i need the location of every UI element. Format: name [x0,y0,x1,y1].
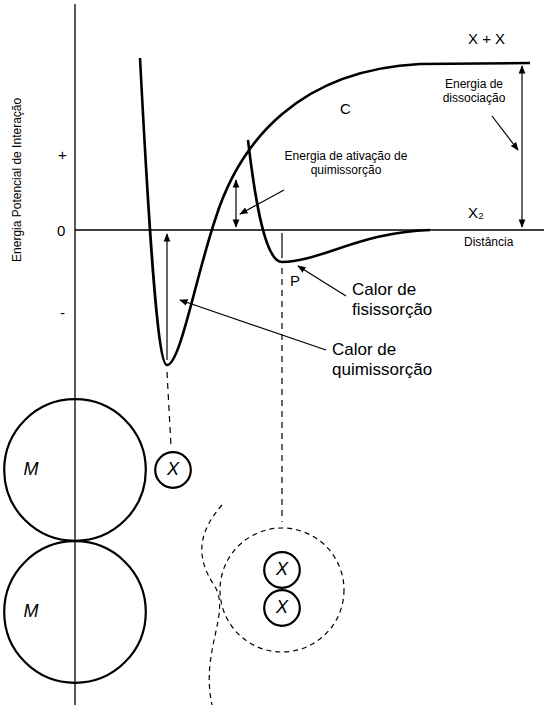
atom-circle: X [154,451,192,489]
leader-line [180,300,326,350]
atom-circle: M [3,398,147,542]
atom-circle: X [263,589,301,627]
atom-symbol: X [167,460,179,480]
atom-circle: X [263,551,301,589]
annotation: Calor de fisissorção [352,280,472,319]
state-label: X₂ [468,204,484,221]
annotation: Calor de quimissorção [332,340,482,379]
curve-label: P [290,272,300,289]
atom-outline [155,452,191,488]
molecule-envelope [220,528,344,652]
depth-line [281,233,282,258]
drop-line [281,268,282,522]
physisorption-curve [248,140,430,262]
drop-line [167,372,171,446]
energy-axis [74,4,75,705]
atom-circle: M [3,540,147,684]
axis-title: Distância [464,236,513,250]
axis-sign: - [60,304,65,321]
leader-line [298,266,346,296]
annotation: Energia de dissociação [434,78,514,106]
activation-arrow [235,180,236,227]
axis-title: Energia Potencial de Interação [11,98,25,262]
atom-outline [264,590,300,626]
curve-label: C [340,100,351,117]
atom-symbol: X [276,560,288,580]
state-label: X + X [468,30,505,47]
leader-line [492,116,518,150]
axis-sign: + [58,146,67,163]
surface-boundary [202,505,222,705]
atom-outline [4,541,146,683]
leader-line [240,190,284,214]
atom-outline [264,552,300,588]
atom-symbol: X [276,598,288,618]
zero-line [75,229,544,230]
atom-symbol: M [24,460,39,480]
depth-arrow [166,234,167,360]
axis-zero: 0 [57,222,65,239]
atom-symbol: M [24,602,39,622]
annotation: Energia de ativação de quimissorção [276,150,416,178]
dissociation-arrow [521,66,522,227]
chemisorption-curve [140,58,530,365]
atom-outline [4,399,146,541]
